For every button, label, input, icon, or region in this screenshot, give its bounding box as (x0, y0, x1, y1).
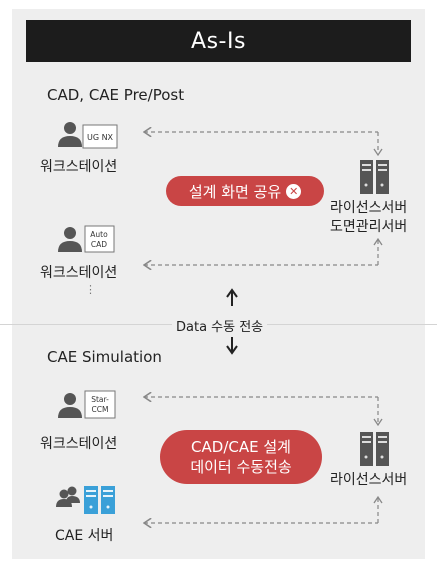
server-label-2: 라이선스서버 (330, 471, 407, 490)
diagram-header: As-Is (26, 20, 411, 62)
manual-transfer-label: Data 수동 전송 (172, 316, 268, 335)
app-label-autocad-line1: Auto (90, 230, 108, 239)
server-label-1: 라이선스서버 도면관리서버 (330, 199, 407, 237)
workstation-label-2: 워크스테이션 (40, 265, 118, 281)
app-label-starccm-line2: CCM (92, 405, 109, 414)
app-label-autocad-line2: CAD (91, 240, 107, 249)
more-ellipsis: ⋮ (85, 283, 96, 296)
manual-transfer-line1: CAD/CAE 설계 (191, 438, 291, 456)
monitor-icon: Star- CCM (84, 390, 116, 419)
cae-server-label: CAE 서버 (55, 528, 114, 544)
screen-share-text: 설계 화면 공유 (188, 182, 282, 201)
connector-top (144, 132, 383, 157)
connector-bottom (144, 237, 383, 265)
users-icon (56, 486, 80, 507)
down-arrow-icon (226, 337, 238, 355)
connector-sim-top (144, 397, 383, 427)
section-title-cae: CAE Simulation (47, 348, 162, 366)
user-icon (58, 227, 82, 252)
up-arrow-icon (226, 288, 238, 306)
cae-server-icon (84, 486, 115, 514)
section-title-cad: CAD, CAE Pre/Post (47, 86, 185, 104)
user-icon (58, 393, 82, 418)
app-label-starccm-line1: Star- (91, 395, 109, 404)
server-label-line1: 라이선스서버 (330, 472, 408, 488)
server-label-line2: 도면관리서버 (330, 219, 408, 235)
screen-share-pill: 설계 화면 공유 ✕ (166, 176, 324, 206)
manual-transfer-pill: CAD/CAE 설계 데이터 수동전송 (160, 430, 322, 484)
x-circle-icon: ✕ (286, 183, 302, 199)
monitor-icon: UG NX (82, 124, 118, 149)
connector-sim-bottom (144, 495, 383, 523)
header-title: As-Is (191, 28, 246, 54)
manual-transfer-line2: 데이터 수동전송 (190, 458, 292, 476)
server-label-line1: 라이선스서버 (330, 200, 408, 216)
server-icon (360, 160, 389, 194)
workstation-label-1: 워크스테이션 (40, 159, 118, 175)
monitor-icon: Auto CAD (84, 225, 115, 253)
workstation-label-3: 워크스테이션 (40, 436, 118, 452)
server-icon (360, 432, 389, 466)
user-icon (58, 122, 82, 147)
app-label-ugnx: UG NX (87, 133, 114, 142)
